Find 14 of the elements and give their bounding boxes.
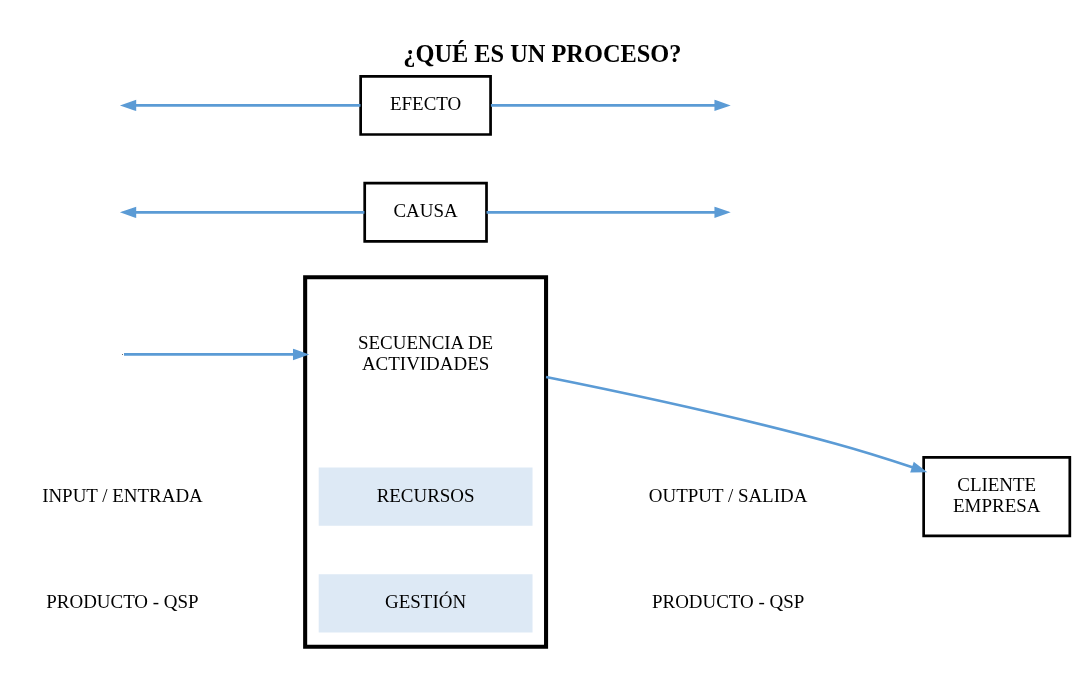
label: PRODUCTO - QSP: [46, 591, 199, 613]
node-box: RECURSOS: [318, 467, 533, 526]
diagram-title: ¿QUÉ ES UN PROCESO?: [403, 39, 682, 67]
node-text: SECUENCIA DE ACTIVIDADES: [358, 332, 494, 374]
node-box: EFECTO: [359, 74, 492, 136]
label: INPUT / ENTRADA: [42, 484, 203, 506]
arrow: [124, 348, 310, 361]
label: OUTPUT / SALIDA: [648, 484, 808, 506]
node-box: CLIENTE EMPRESA: [922, 455, 1072, 538]
arrow: [545, 375, 928, 473]
node-box: GESTIÓN: [318, 574, 533, 633]
node-box: CAUSA: [363, 181, 488, 243]
label: PRODUCTO - QSP: [651, 591, 805, 613]
cluster: [303, 275, 549, 649]
